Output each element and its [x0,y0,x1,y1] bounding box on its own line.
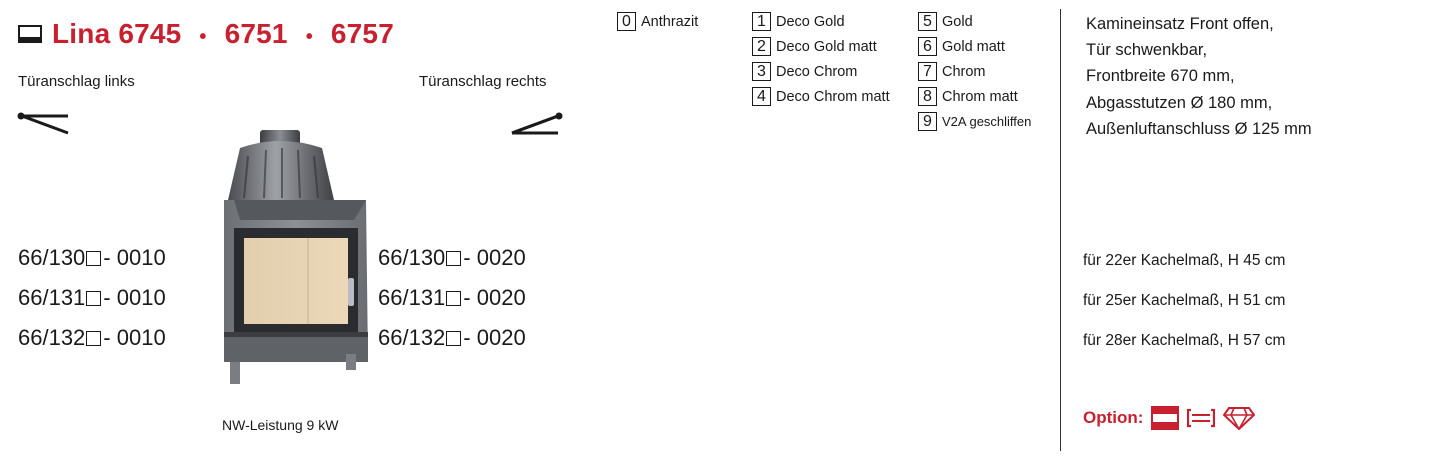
finish-label: Anthrazit [641,13,699,30]
finish-number: 1 [752,12,771,31]
code-row: 66/130 - 0020 [378,244,526,284]
finish-item: 8 Chrom matt [918,84,1031,109]
finish-number: 2 [752,37,771,56]
code-row: 66/131 - 0020 [378,284,526,324]
title-text: Lina 6745 • 6751 • 6757 [52,18,394,50]
fireplace-front-icon [18,25,42,43]
finish-item: 3 Deco Chrom [752,59,890,84]
finish-placeholder-box [446,331,462,346]
title-separator-2: • [305,26,313,48]
finish-list-col-1: 0 Anthrazit [617,9,698,34]
finish-item: 9 V2A geschliffen [918,109,1031,134]
door-swing-left-icon [17,112,69,135]
description-line: Kamineinsatz Front offen, [1086,15,1274,33]
finish-placeholder-box [86,291,102,306]
finish-number: 0 [617,12,636,31]
column-divider [1060,9,1061,451]
tile-size-item: für 28er Kachelmaß, H 57 cm [1083,332,1286,349]
tile-size-item: für 22er Kachelmaß, H 45 cm [1083,252,1286,269]
title-model-1: Lina 6745 [52,18,182,49]
finish-placeholder-box [446,291,462,306]
description-line: Außenluftanschluss Ø 125 mm [1086,119,1312,138]
finish-label: Gold matt [942,38,1005,55]
code-row: 66/130 - 0010 [18,244,166,284]
finish-placeholder-box [86,251,102,266]
door-swing-right-icon [511,112,563,135]
finish-item: 0 Anthrazit [617,9,698,34]
finish-placeholder-box [86,331,102,346]
finish-label: Deco Chrom matt [776,88,890,105]
title-separator-1: • [199,26,207,48]
finish-number: 9 [918,112,937,131]
code-suffix: - 0020 [463,285,526,310]
finish-label: V2A geschliffen [942,114,1032,129]
code-suffix: - 0010 [103,325,166,350]
finish-label: Deco Chrom [776,63,858,80]
finish-number: 5 [918,12,937,31]
diamond-icon [1223,407,1256,430]
finish-number: 7 [918,62,937,81]
code-prefix: 66/132 [378,325,446,350]
finish-number: 3 [752,62,771,81]
finish-label: Chrom matt [942,88,1018,105]
code-suffix: - 0020 [463,245,526,270]
product-description: Kamineinsatz Front offen, Tür schwenkbar… [1086,11,1312,142]
title-model-2: 6751 [224,18,288,49]
code-row: 66/132 - 0010 [18,324,166,364]
frame-red-icon [1151,406,1180,430]
finish-number: 8 [918,87,937,106]
finish-number: 6 [918,37,937,56]
finish-item: 4 Deco Chrom matt [752,84,890,109]
code-row: 66/132 - 0020 [378,324,526,364]
code-prefix: 66/131 [18,285,86,310]
product-title: Lina 6745 • 6751 • 6757 [18,18,394,50]
code-suffix: - 0010 [103,245,166,270]
article-codes-left: 66/130 - 0010 66/131 - 0010 66/132 - 0010 [18,244,166,364]
description-line: Abgasstutzen Ø 180 mm, [1086,93,1273,112]
code-suffix: - 0010 [103,285,166,310]
code-prefix: 66/131 [378,285,446,310]
tile-size-item: für 25er Kachelmaß, H 51 cm [1083,292,1286,309]
code-prefix: 66/130 [378,245,446,270]
finish-list-col-3: 5 Gold 6 Gold matt 7 Chrom 8 Chrom matt … [918,9,1031,134]
finish-label: Deco Gold matt [776,38,877,55]
finish-item: 5 Gold [918,9,1031,34]
finish-label: Chrom [942,63,986,80]
finish-number: 4 [752,87,771,106]
description-line: Tür schwenkbar, [1086,41,1208,60]
finish-item: 6 Gold matt [918,34,1031,59]
article-codes-right: 66/130 - 0020 66/131 - 0020 66/132 - 0020 [378,244,526,364]
finish-item: 7 Chrom [918,59,1031,84]
finish-item: 1 Deco Gold [752,9,890,34]
finish-placeholder-box [446,251,462,266]
door-hinge-left-label: Türanschlag links [18,73,135,90]
finish-item: 2 Deco Gold matt [752,34,890,59]
code-suffix: - 0020 [463,325,526,350]
finish-label: Gold [942,13,973,30]
tile-size-list: für 22er Kachelmaß, H 45 cm für 25er Kac… [1083,250,1285,370]
door-hinge-right-label: Türanschlag rechts [419,73,547,90]
finish-list-col-2: 1 Deco Gold 2 Deco Gold matt 3 Deco Chro… [752,9,890,109]
code-prefix: 66/130 [18,245,86,270]
code-prefix: 66/132 [18,325,86,350]
description-line: Frontbreite 670 mm, [1086,67,1235,86]
options-row: Option: [1083,406,1263,430]
title-model-3: 6757 [330,18,394,49]
option-label: Option: [1083,408,1144,427]
power-label: NW-Leistung 9 kW [222,417,339,433]
finish-label: Deco Gold [776,13,845,30]
code-row: 66/131 - 0010 [18,284,166,324]
frame-bracket-icon [1187,408,1216,428]
fireplace-insert-image [224,130,368,384]
